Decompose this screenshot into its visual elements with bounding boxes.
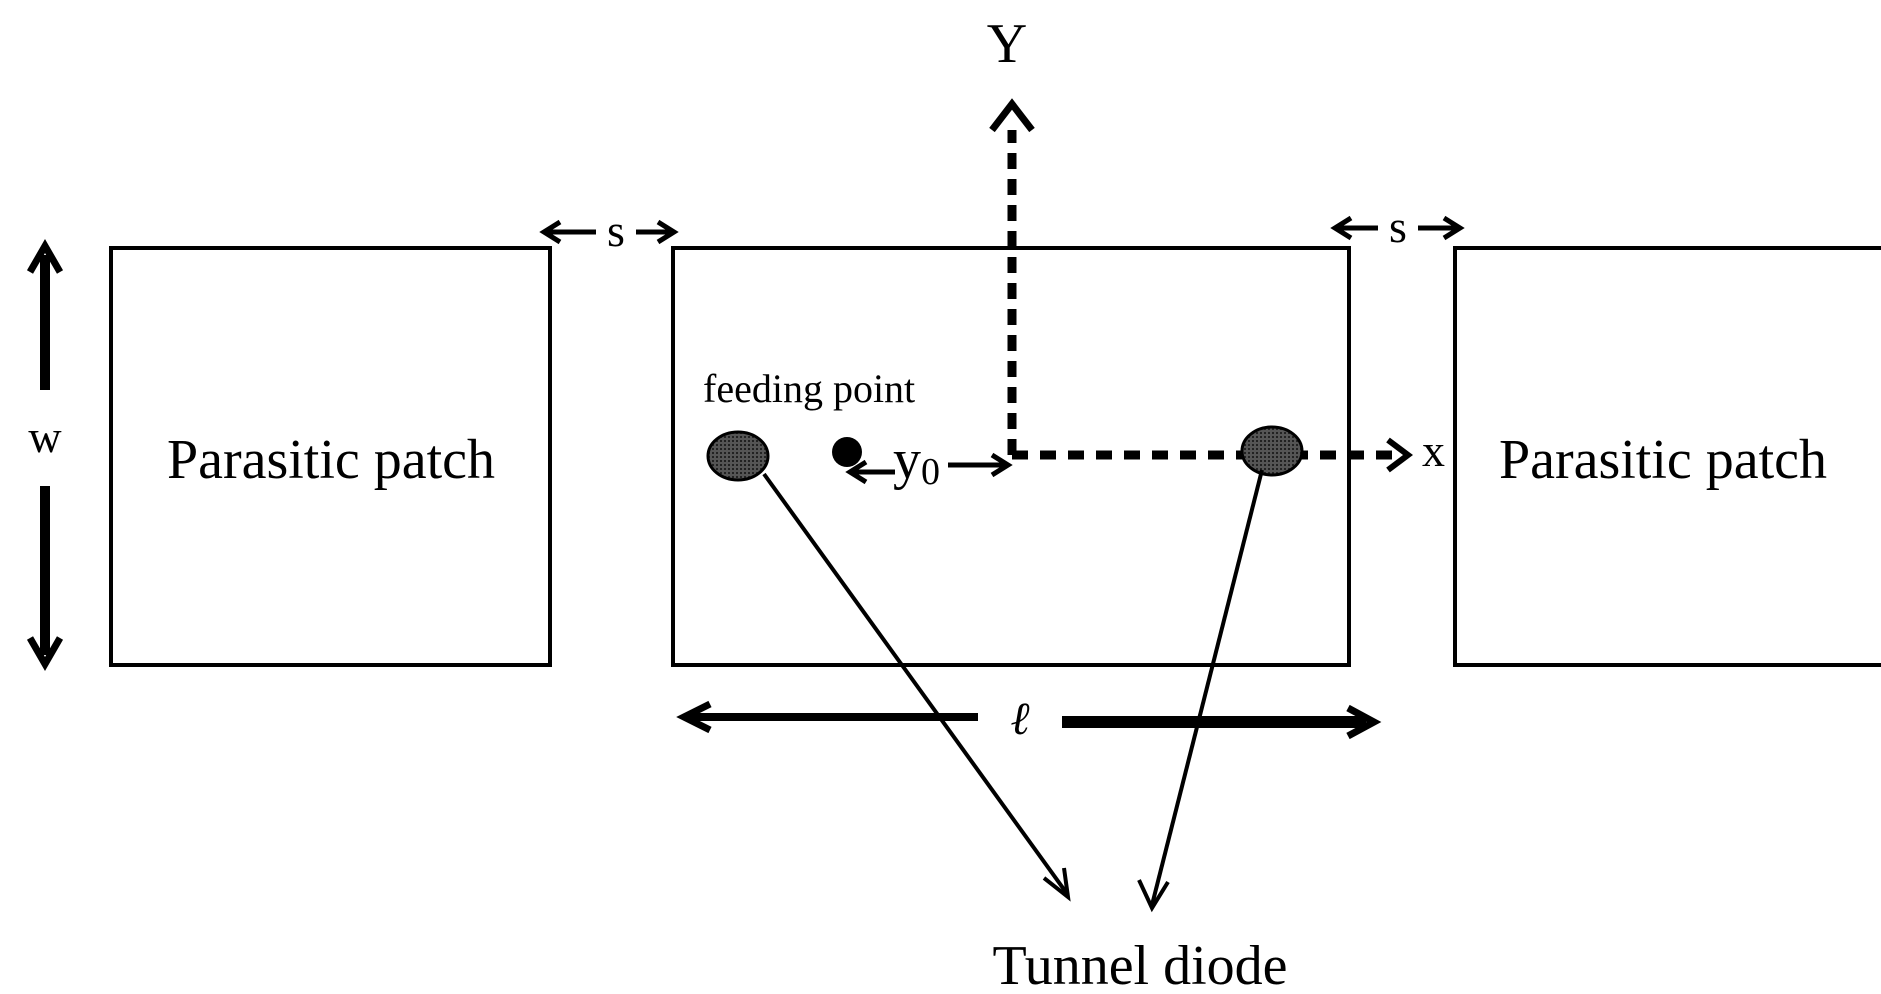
spacing-label-left: s (607, 205, 625, 256)
diode-leader-right-head (1137, 879, 1170, 913)
length-label: ℓ (1010, 693, 1030, 744)
offset-label-subscript: 0 (921, 451, 940, 493)
diode-leader-right (1150, 469, 1264, 906)
offset-arrow (845, 452, 1013, 485)
width-label: w (28, 411, 62, 462)
offset-label-base: y (893, 429, 921, 491)
tunnel-diode-label: Tunnel diode (992, 935, 1287, 994)
width-arrow (26, 238, 64, 672)
spacing-arrow-left (539, 219, 679, 245)
left-patch-label: Parasitic patch (167, 429, 495, 491)
feeding-point-dot (832, 437, 862, 467)
spacing-arrow-right (1330, 215, 1465, 241)
y-axis-label: Y (987, 13, 1027, 75)
tunnel-diode-right (1240, 425, 1304, 477)
left-parasitic-patch (109, 246, 552, 667)
diode-leader-left (762, 472, 1070, 897)
spacing-label-right: s (1389, 201, 1407, 252)
offset-label: y0 (893, 429, 940, 493)
feeding-point-label: feeding point (703, 366, 915, 411)
x-axis-arrowhead (1386, 437, 1413, 473)
x-axis-label: x (1422, 425, 1445, 476)
length-arrow (676, 700, 1382, 740)
right-parasitic-patch (1453, 246, 1881, 667)
right-patch-label: Parasitic patch (1499, 429, 1827, 491)
y-axis-arrowhead (989, 98, 1035, 133)
tunnel-diode-left (706, 430, 770, 482)
diode-leader-left-head (1042, 867, 1071, 902)
